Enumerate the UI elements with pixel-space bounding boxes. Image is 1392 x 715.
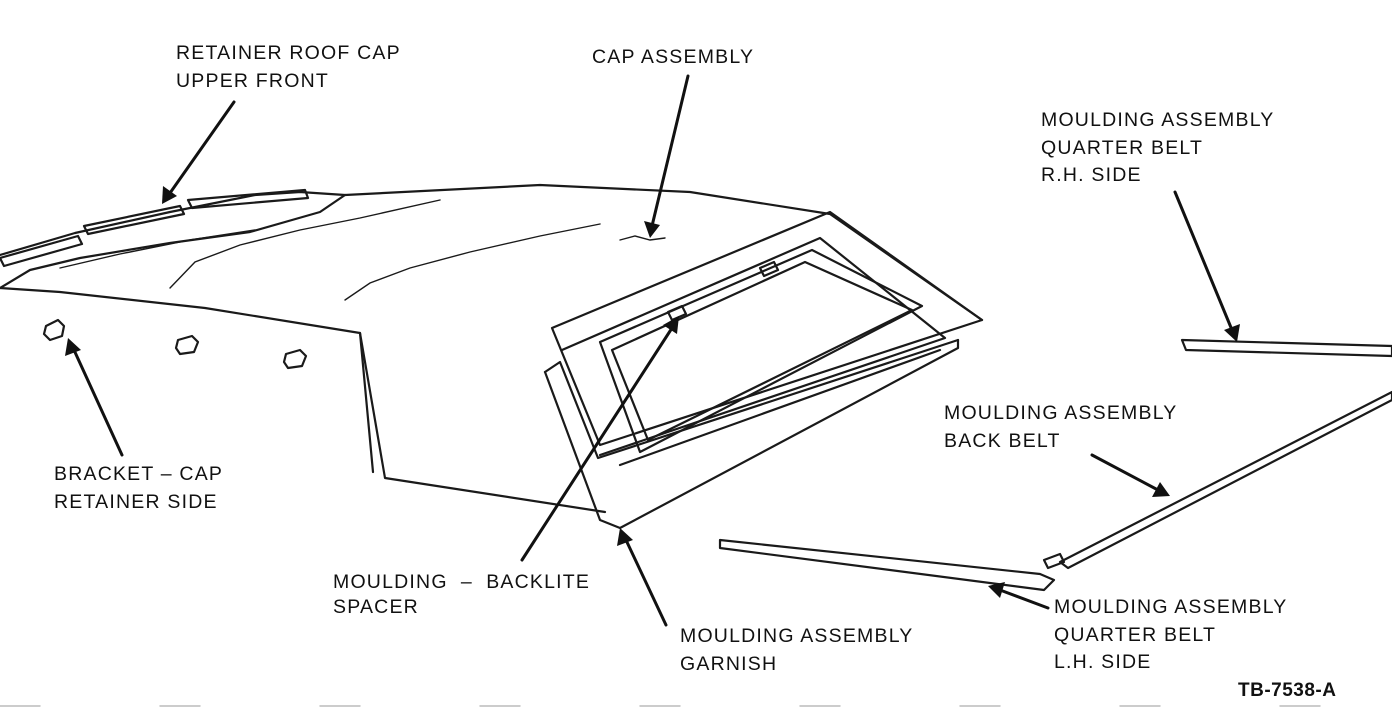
garnish-moulding-part (543, 210, 984, 530)
label-bracket-cap-retainer-side: BRACKET – CAP RETAINER SIDE (54, 463, 224, 513)
label-moulding-quarter-belt-rh: MOULDING ASSEMBLY QUARTER BELT R.H. SIDE (1041, 109, 1275, 186)
backlite-spacer-clips (666, 260, 780, 322)
label-cap-assembly: CAP ASSEMBLY (592, 46, 755, 68)
label-retainer-roof-cap-upper-front: RETAINER ROOF CAP UPPER FRONT (176, 42, 401, 92)
label-moulding-backlite-spacer: MOULDING – BACKLITE SPACER (333, 571, 591, 618)
label-moulding-back-belt: MOULDING ASSEMBLY BACK BELT (944, 402, 1178, 452)
retainer-brackets (42, 318, 308, 370)
label-moulding-garnish: MOULDING ASSEMBLY GARNISH (680, 625, 914, 675)
cap-assembly-part (0, 183, 984, 514)
back-belt-part (1058, 390, 1392, 570)
label-moulding-quarter-belt-lh: MOULDING ASSEMBLY QUARTER BELT L.H. SIDE (1054, 596, 1288, 673)
quarter-belt-lh-part (718, 538, 1056, 592)
leader-arrows (65, 74, 1240, 627)
quarter-belt-rh-part (1180, 338, 1392, 358)
back-belt-clip (1042, 552, 1066, 570)
figure-code: TB-7538-A (1238, 680, 1337, 701)
